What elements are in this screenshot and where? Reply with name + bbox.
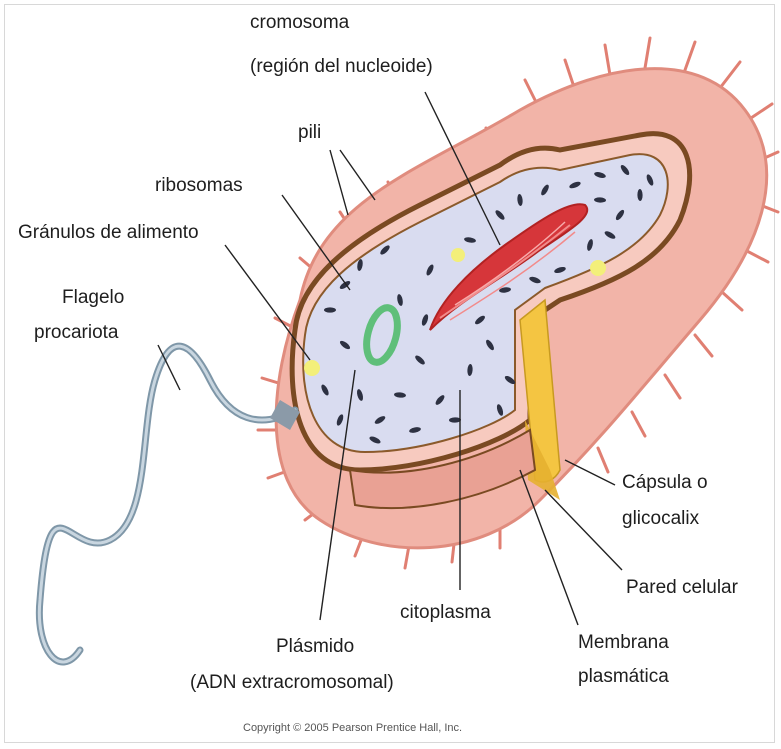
pilus-spike [720,62,740,88]
label-cromosoma: cromosoma [250,12,349,34]
pilus-spike [695,335,712,356]
pilus-spike [632,412,645,436]
copyright-notice: Copyright © 2005 Pearson Prentice Hall, … [243,722,462,734]
pilus-spike [645,38,650,68]
pilus-spike [722,292,742,310]
food-granule [304,360,320,376]
pilus-spike [605,45,610,75]
label-flagelo-2: procariota [34,322,119,344]
label-capsula-2: glicocalix [622,508,699,530]
flagellum-highlight [39,346,295,662]
pilus-spike [598,448,608,472]
flagellum [39,346,295,662]
label-plasmido-1: Plásmido [276,636,354,658]
label-pili: pili [298,122,321,144]
label-flagelo-1: Flagelo [62,287,124,309]
label-pared: Pared celular [626,577,738,599]
label-citoplasma: citoplasma [400,602,491,624]
pilus-spike [665,375,680,398]
leader-pili-1 [330,150,348,215]
ribosome [324,307,336,312]
label-plasmido-2: (ADN extracromosomal) [190,672,394,694]
pilus-spike [745,250,768,262]
label-capsula-1: Cápsula o [622,472,708,494]
food-granule [451,248,465,262]
label-ribosomas: ribosomas [155,175,243,197]
label-membrana-1: Membrana [578,632,669,654]
food-granule [590,260,606,276]
label-region-nucleoide: (región del nucleoide) [250,56,433,78]
label-granulos: Gránulos de alimento [18,222,199,244]
leader-pared [545,490,622,570]
label-membrana-2: plasmática [578,666,669,688]
leader-granulos [225,245,310,360]
leader-pili-2 [340,150,375,200]
pilus-spike [685,42,695,70]
